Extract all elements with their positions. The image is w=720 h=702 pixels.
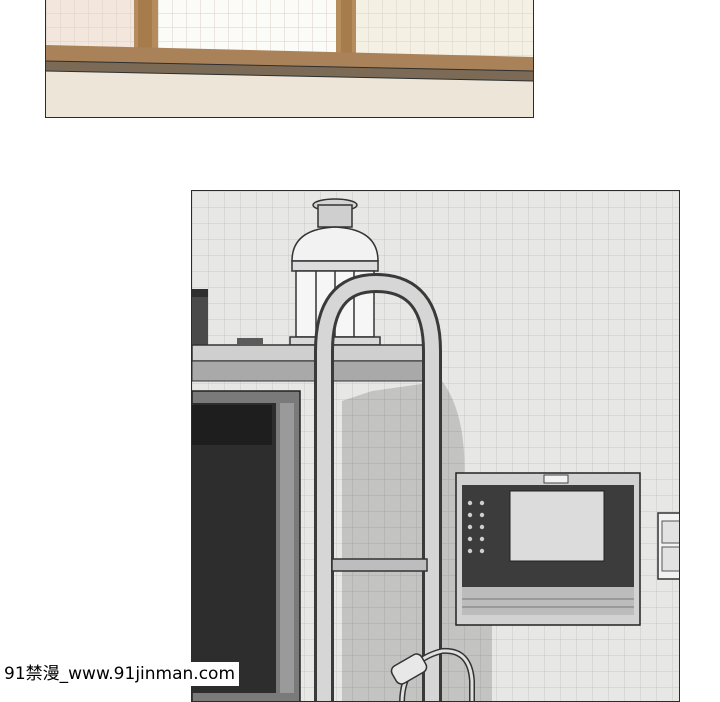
faucet-illustration: [390, 647, 475, 701]
intercom-illustration: [455, 472, 641, 626]
light-switch-illustration: [657, 512, 679, 580]
kitchen-scene-illustration: [192, 191, 679, 701]
bottom-comic-panel: [191, 190, 680, 702]
microwave-illustration: [192, 390, 301, 701]
jar-illustration: [192, 289, 208, 345]
shoji-window-illustration: [46, 0, 533, 117]
top-comic-panel: [45, 0, 534, 118]
watermark-text: 91禁漫_www.91jinman.com: [0, 662, 240, 686]
shelf-illustration: [192, 272, 442, 701]
